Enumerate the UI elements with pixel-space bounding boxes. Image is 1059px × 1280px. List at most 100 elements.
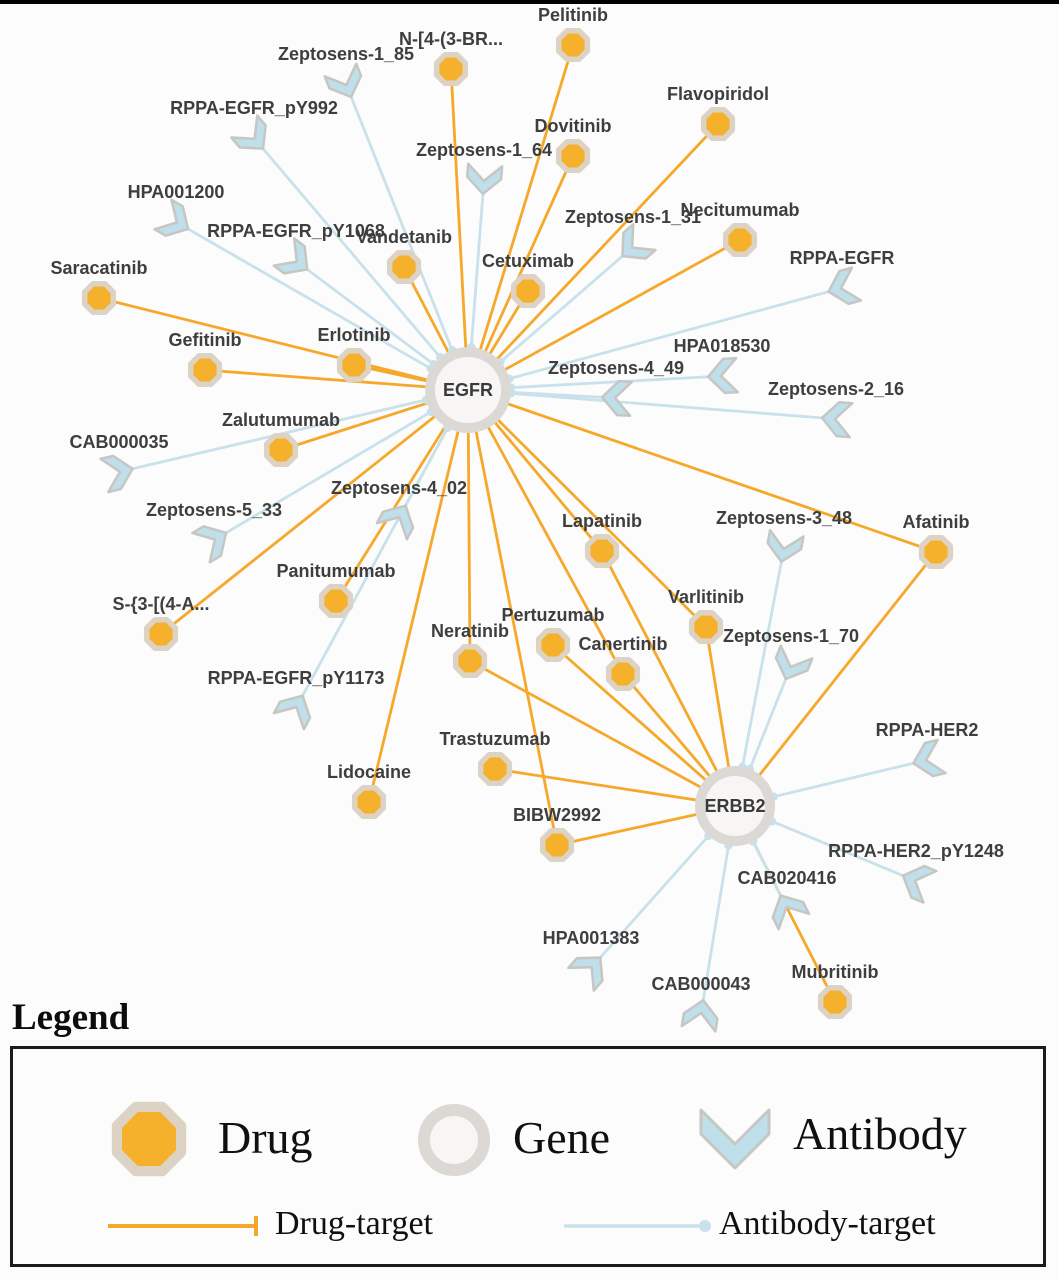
drug-node-lapatinib[interactable] bbox=[584, 533, 620, 569]
labels-layer: PelitinibN-[4-(3-BR...DovitinibFlavopiri… bbox=[50, 5, 1003, 994]
drug-node-panitumumab[interactable] bbox=[318, 583, 354, 619]
drug-node-trastuzumab[interactable] bbox=[477, 751, 513, 787]
node-label-zeptosens-3-48: Zeptosens-3_48 bbox=[716, 508, 852, 528]
drug-node-necitumumab[interactable] bbox=[722, 222, 758, 258]
drug-node-n-4-3-br[interactable] bbox=[433, 51, 469, 87]
drug-node-s-3-4-a[interactable] bbox=[143, 616, 179, 652]
antibody-node-cab000035[interactable] bbox=[99, 452, 137, 494]
antibody-node-zeptosens-2-16[interactable] bbox=[820, 400, 854, 439]
edge-egfr-rppa-egfr-py992[interactable] bbox=[252, 137, 470, 391]
drug-node-canertinib[interactable] bbox=[605, 656, 641, 692]
edge-egfr-pelitinib[interactable] bbox=[466, 44, 575, 391]
antibody-node-rppa-her2[interactable] bbox=[909, 738, 947, 780]
drug-node-saracatinib[interactable] bbox=[81, 280, 117, 316]
legend-title: Legend bbox=[12, 997, 130, 1038]
node-label-pertuzumab: Pertuzumab bbox=[501, 605, 604, 625]
node-label-zeptosens-1-70: Zeptosens-1_70 bbox=[723, 626, 859, 646]
node-label-necitumumab: Necitumumab bbox=[680, 200, 799, 220]
node-label-n-4-3-br: N-[4-(3-BR... bbox=[399, 29, 503, 49]
edge-egfr-varlitinib[interactable] bbox=[467, 389, 707, 628]
drug-node-lidocaine[interactable] bbox=[351, 784, 387, 820]
node-label-rppa-egfr-py1068: RPPA-EGFR_pY1068 bbox=[207, 221, 385, 241]
edge-egfr-neratinib[interactable] bbox=[466, 389, 472, 662]
node-label-cetuximab: Cetuximab bbox=[482, 251, 574, 271]
drug-node-varlitinib[interactable] bbox=[688, 609, 724, 645]
drug-node-afatinib[interactable] bbox=[918, 534, 954, 570]
drug-node-gefitinib[interactable] bbox=[187, 352, 223, 388]
node-label-varlitinib: Varlitinib bbox=[668, 587, 744, 607]
edge-erbb2-neratinib[interactable] bbox=[469, 659, 736, 808]
edge-egfr-bibw2992[interactable] bbox=[466, 389, 559, 846]
antibody-node-zeptosens-3-48[interactable] bbox=[765, 528, 805, 565]
edge-egfr-zeptosens-5-33[interactable] bbox=[213, 388, 469, 542]
antibody-node-zeptosens-4-49[interactable] bbox=[600, 379, 634, 418]
node-label-bibw2992: BIBW2992 bbox=[513, 805, 601, 825]
legend-antibody-edge-sample bbox=[564, 1220, 711, 1232]
node-label-vandetanib: Vandetanib bbox=[356, 227, 452, 247]
node-label-zeptosens-4-49: Zeptosens-4_49 bbox=[548, 358, 684, 378]
antibody-node-zeptosens-5-33[interactable] bbox=[191, 518, 234, 564]
node-label-egfr: EGFR bbox=[443, 380, 493, 400]
edge-erbb2-pertuzumab[interactable] bbox=[552, 643, 736, 808]
drug-node-mubritinib[interactable] bbox=[817, 984, 853, 1020]
antibody-node-zeptosens-1-31[interactable] bbox=[611, 223, 657, 269]
node-label-zeptosens-2-16: Zeptosens-2_16 bbox=[768, 379, 904, 399]
antibody-node-zeptosens-1-70[interactable] bbox=[770, 644, 814, 686]
antibody-node-hpa018530[interactable] bbox=[706, 356, 740, 395]
edge-erbb2-afatinib[interactable] bbox=[733, 551, 938, 807]
edge-egfr-flavopiridol[interactable] bbox=[466, 123, 720, 391]
edge-egfr-zeptosens-1-85[interactable] bbox=[344, 83, 470, 391]
antibody-node-rppa-egfr-py1068[interactable] bbox=[272, 237, 318, 283]
legend-box: Drug Gene Antibody Drug-target Antibody-… bbox=[10, 1046, 1046, 1267]
antibody-node-rppa-egfr[interactable] bbox=[824, 266, 863, 308]
antibody-node-zeptosens-1-85[interactable] bbox=[323, 62, 367, 104]
node-label-erlotinib: Erlotinib bbox=[318, 325, 391, 345]
antibody-node-rppa-egfr-py1173[interactable] bbox=[272, 688, 318, 731]
edge-erbb2-trastuzumab[interactable] bbox=[494, 767, 736, 808]
edge-egfr-cab000035[interactable] bbox=[118, 388, 469, 474]
edge-egfr-saracatinib[interactable] bbox=[98, 296, 469, 392]
node-label-lidocaine: Lidocaine bbox=[327, 762, 411, 782]
edge-egfr-rppa-egfr-py1173[interactable] bbox=[294, 389, 470, 709]
drug-node-cetuximab[interactable] bbox=[510, 273, 546, 309]
gene-node-erbb2[interactable] bbox=[695, 766, 775, 846]
antibody-node-cab000043[interactable] bbox=[680, 997, 720, 1033]
antibody-node-rppa-her2-py1248[interactable] bbox=[897, 860, 938, 904]
legend-antibody-icon bbox=[699, 1108, 771, 1170]
antibody-node-zeptosens-1-64[interactable] bbox=[465, 162, 504, 196]
edge-erbb2-lapatinib[interactable] bbox=[600, 550, 737, 807]
edge-egfr-rppa-egfr[interactable] bbox=[467, 286, 843, 392]
drug-node-vandetanib[interactable] bbox=[386, 249, 422, 285]
edge-egfr-afatinib[interactable] bbox=[467, 388, 937, 554]
node-label-hpa001383: HPA001383 bbox=[543, 928, 640, 948]
edge-egfr-s-3-4-a[interactable] bbox=[160, 388, 469, 636]
drug-node-bibw2992[interactable] bbox=[539, 827, 575, 863]
edge-egfr-gefitinib[interactable] bbox=[204, 368, 469, 392]
antibody-node-zeptosens-4-02[interactable] bbox=[375, 498, 421, 541]
node-label-rppa-egfr: RPPA-EGFR bbox=[790, 248, 895, 268]
antibody-node-cab020416[interactable] bbox=[765, 888, 811, 931]
drug-node-neratinib[interactable] bbox=[452, 643, 488, 679]
node-label-zeptosens-1-64: Zeptosens-1_64 bbox=[416, 140, 552, 160]
drug-node-dovitinib[interactable] bbox=[555, 138, 591, 174]
edge-egfr-n-4-3-br[interactable] bbox=[449, 68, 470, 391]
drug-node-pelitinib[interactable] bbox=[555, 27, 591, 63]
edge-egfr-zeptosens-2-16[interactable] bbox=[467, 388, 837, 421]
node-label-cab000035: CAB000035 bbox=[69, 432, 168, 452]
antibody-node-rppa-egfr-py992[interactable] bbox=[230, 114, 276, 160]
edge-egfr-canertinib[interactable] bbox=[466, 389, 625, 675]
antibody-node-hpa001383[interactable] bbox=[567, 946, 613, 992]
drug-node-erlotinib[interactable] bbox=[336, 347, 372, 383]
edge-egfr-hpa001200[interactable] bbox=[175, 220, 469, 392]
node-label-erbb2: ERBB2 bbox=[704, 796, 765, 816]
node-label-hpa001200: HPA001200 bbox=[128, 182, 225, 202]
edge-egfr-lidocaine[interactable] bbox=[367, 389, 470, 803]
drug-node-pertuzumab[interactable] bbox=[535, 627, 571, 663]
edge-egfr-necitumumab[interactable] bbox=[467, 238, 741, 392]
drug-node-zalutumumab[interactable] bbox=[263, 432, 299, 468]
gene-node-egfr[interactable] bbox=[425, 347, 511, 433]
antibody-node-hpa001200[interactable] bbox=[153, 198, 197, 244]
drug-node-flavopiridol[interactable] bbox=[700, 106, 736, 142]
